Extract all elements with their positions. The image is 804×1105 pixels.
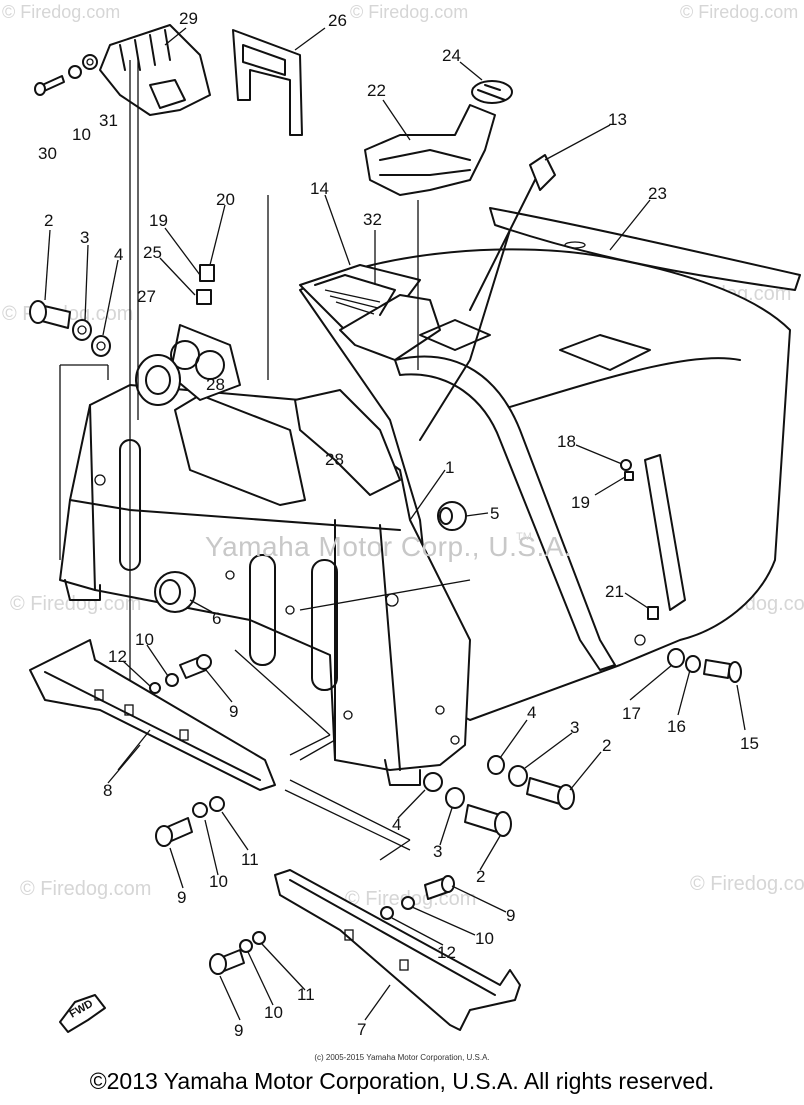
- part-label-2: 2: [602, 736, 611, 755]
- mount-rail-8: [29, 639, 276, 791]
- part-label-9: 9: [234, 1021, 243, 1040]
- leader-lines: [44, 27, 746, 1021]
- part-label-12: 12: [108, 647, 127, 666]
- watermark-tile: © Firedog.com: [680, 2, 798, 22]
- part-label-16: 16: [667, 717, 686, 736]
- clips-upper: [196, 264, 215, 305]
- part-label-27: 27: [137, 287, 156, 306]
- small-copyright: (c) 2005-2015 Yamaha Motor Corporation, …: [314, 1053, 490, 1062]
- part-label-4: 4: [114, 245, 123, 264]
- part-label-15: 15: [740, 734, 759, 753]
- front-trim-strip: [394, 355, 616, 671]
- part-label-7: 7: [357, 1020, 366, 1039]
- part-label-10: 10: [475, 929, 494, 948]
- part-label-23: 23: [648, 184, 667, 203]
- watermark-tm: TM: [516, 531, 532, 543]
- part-label-31: 31: [99, 111, 118, 130]
- part-label-4: 4: [527, 703, 536, 722]
- part-label-11: 11: [241, 850, 259, 869]
- part-label-19: 19: [571, 493, 590, 512]
- part-label-11: 11: [297, 985, 315, 1004]
- part-label-19: 19: [149, 211, 168, 230]
- part-label-20: 20: [216, 190, 235, 209]
- part-labels: 1 2 2 2 3 3 3 4 4 4 5 6 7 8 9 9 9 9 10 1…: [38, 9, 759, 1040]
- bracket-28: [294, 389, 401, 496]
- part-label-24: 24: [442, 46, 461, 65]
- fuel-filler-neck: [364, 80, 513, 196]
- part-label-8: 8: [103, 781, 112, 800]
- terminal-block: [99, 24, 211, 116]
- part-label-9: 9: [506, 906, 515, 925]
- bolt-group-left: [29, 300, 111, 357]
- part-label-10: 10: [72, 125, 91, 144]
- part-label-10: 10: [264, 1003, 283, 1022]
- part-label-3: 3: [570, 718, 579, 737]
- fwd-arrow: FWD: [59, 994, 106, 1033]
- part-label-32: 32: [363, 210, 382, 229]
- screw-group-mid: [155, 796, 225, 847]
- screw-group-upper: [149, 654, 212, 694]
- bracket-26: [232, 29, 303, 136]
- part-label-13: 13: [608, 110, 627, 129]
- part-label-21: 21: [605, 582, 624, 601]
- part-label-18: 18: [557, 432, 576, 451]
- throttle-cable: [419, 154, 556, 441]
- part-label-1: 1: [445, 458, 454, 477]
- side-trim-right: [620, 454, 686, 620]
- part-label-25: 25: [143, 243, 162, 262]
- bolt-group-lower: [423, 755, 575, 837]
- screw-group-rail7: [380, 875, 455, 920]
- part-label-12: 12: [437, 943, 456, 962]
- mount-rail-7: [274, 869, 521, 1031]
- part-label-3: 3: [80, 228, 89, 247]
- screw-group-lower: [209, 931, 266, 975]
- grommet-6: [154, 571, 196, 613]
- footer-copyright: ©2013 Yamaha Motor Corporation, U.S.A. A…: [89, 1068, 715, 1094]
- part-label-9: 9: [177, 888, 186, 907]
- dashboard-panel: [299, 264, 491, 361]
- part-label-3: 3: [433, 842, 442, 861]
- part-label-5: 5: [490, 504, 499, 523]
- plug-5: [437, 501, 467, 531]
- part-label-2: 2: [44, 211, 53, 230]
- screw-group-30: [34, 54, 98, 96]
- watermark-tile: © Firedog.com: [350, 2, 468, 22]
- part-label-17: 17: [622, 704, 641, 723]
- windshield-trim: [489, 207, 801, 291]
- bolt-group-right: [667, 648, 742, 683]
- part-label-26: 26: [328, 11, 347, 30]
- watermark-center: Yamaha Motor Corp., U.S.A.: [205, 531, 572, 562]
- part-label-4: 4: [392, 815, 401, 834]
- part-label-28: 28: [325, 450, 344, 469]
- part-label-10: 10: [135, 630, 154, 649]
- assembly-lines: [59, 58, 471, 861]
- grommet-bracket: [135, 324, 241, 406]
- part-label-30: 30: [38, 144, 57, 163]
- part-label-22: 22: [367, 81, 386, 100]
- watermark-tile: © Firedog.com: [10, 593, 141, 615]
- part-label-9: 9: [229, 702, 238, 721]
- watermark-tile: © Firedog.com: [20, 878, 151, 900]
- watermark-tile: © Firedog.com: [690, 873, 804, 895]
- part-label-10: 10: [209, 872, 228, 891]
- part-label-2: 2: [476, 867, 485, 886]
- part-label-6: 6: [212, 609, 221, 628]
- part-label-28: 28: [206, 375, 225, 394]
- watermark-tile: © Firedog.com: [2, 2, 120, 22]
- part-label-14: 14: [310, 179, 329, 198]
- part-label-29: 29: [179, 9, 198, 28]
